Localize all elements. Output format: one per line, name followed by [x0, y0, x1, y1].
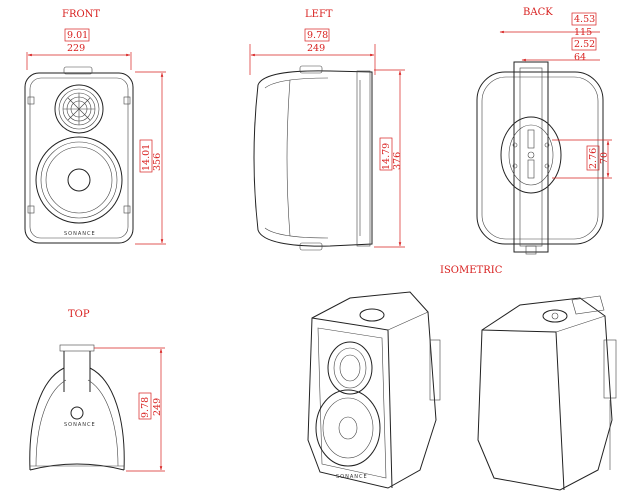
top-view: TOP SONANCE 9.78 249 [29, 309, 165, 472]
top-depth-dimension: 9.78 249 [94, 347, 165, 472]
top-depth-in: 9.78 [140, 397, 151, 418]
left-depth-mm: 249 [307, 43, 325, 54]
back-bracket-width-mm: 115 [574, 27, 592, 38]
back-hole-height-in: 2.76 [588, 148, 599, 169]
front-width-mm: 229 [67, 43, 85, 54]
woofer [35, 136, 123, 224]
left-speaker-body [253, 65, 373, 251]
front-speaker-body [24, 72, 134, 244]
left-view-title: LEFT [305, 9, 333, 20]
front-width-in: 9.01 [67, 30, 88, 41]
back-bracket-width-dimension: 4.53 115 [499, 12, 600, 38]
back-bracket-width-in: 4.53 [574, 14, 595, 25]
front-width-dimension: 9.01 229 [26, 28, 132, 70]
back-hole-span-dimension: 2.52 64 [521, 37, 600, 63]
left-height-in: 14.79 [381, 143, 392, 170]
left-height-dimension: 14.79 376 [374, 69, 405, 248]
top-depth-mm: 249 [152, 398, 163, 416]
back-hole-span-in: 2.52 [574, 39, 595, 50]
front-height-in: 14.01 [141, 144, 152, 171]
isometric-back-speaker [477, 295, 617, 491]
back-view-title: BACK [523, 7, 553, 18]
front-height-dimension: 14.01 356 [135, 71, 166, 245]
front-height-mm: 356 [152, 153, 163, 171]
back-hole-height-dimension: 2.76 70 [552, 139, 612, 179]
left-depth-in: 9.78 [307, 30, 328, 41]
back-speaker-body [476, 61, 604, 255]
back-hole-height-mm: 70 [599, 152, 610, 164]
isometric-view-title: ISOMETRIC [440, 265, 503, 276]
top-speaker-body: SONANCE [29, 344, 125, 471]
front-view: FRONT 9.01 229 [24, 9, 166, 245]
front-view-title: FRONT [62, 9, 100, 20]
top-brand-label: SONANCE [64, 422, 96, 428]
front-brand-label: SONANCE [64, 231, 96, 237]
back-view: BACK 4.53 115 2.52 64 [476, 7, 612, 255]
left-depth-dimension: 9.78 249 [249, 28, 376, 75]
isometric-front-speaker: SONANCE [307, 291, 441, 489]
left-view: LEFT 9.78 249 14.79 376 [249, 9, 405, 251]
left-height-mm: 376 [392, 152, 403, 170]
isometric-brand-label: SONANCE [336, 474, 368, 480]
back-hole-span-mm: 64 [574, 52, 586, 63]
isometric-views: ISOMETRIC SONANCE [307, 265, 617, 491]
top-view-title: TOP [68, 309, 90, 320]
tweeter [54, 84, 104, 134]
